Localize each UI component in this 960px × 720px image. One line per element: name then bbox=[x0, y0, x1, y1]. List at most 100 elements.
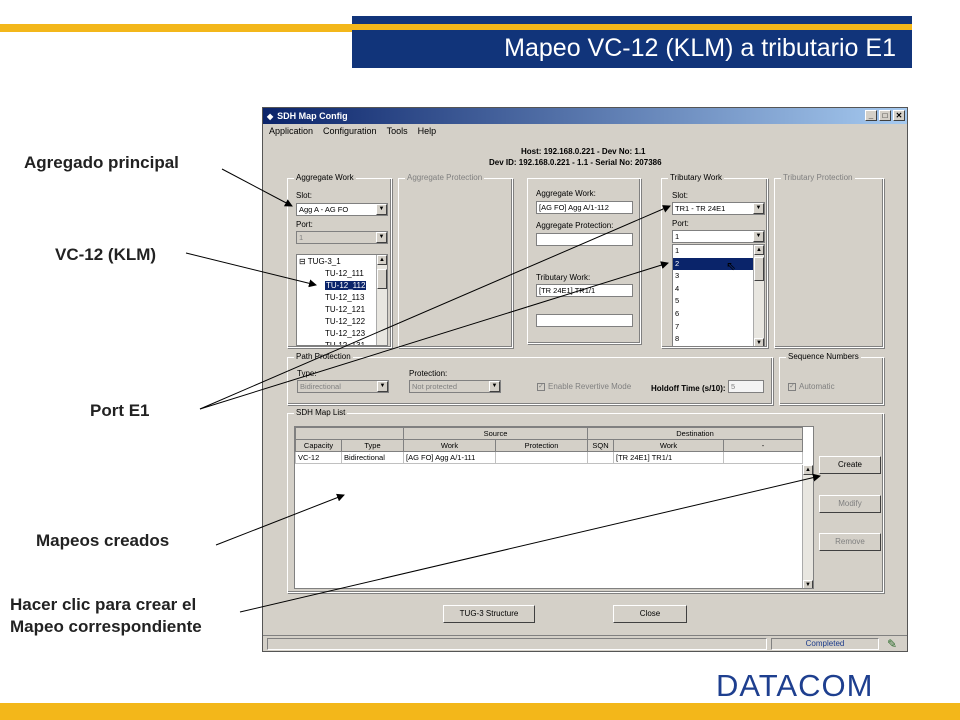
scroll-up-icon[interactable]: ▲ bbox=[754, 245, 764, 255]
port-option[interactable]: 4 bbox=[675, 283, 680, 293]
tributary-work-label: Tributary Work bbox=[668, 173, 725, 182]
minimize-button[interactable]: _ bbox=[865, 110, 877, 121]
remove-button[interactable]: Remove bbox=[819, 533, 881, 551]
col-source-work[interactable]: Work bbox=[403, 439, 496, 452]
agg-slot-select[interactable]: Agg A - AG FO ▼ bbox=[296, 203, 388, 216]
device-info: Dev ID: 192.168.0.221 - 1.1 - Serial No:… bbox=[489, 158, 662, 167]
trib-slot-select[interactable]: TR1 - TR 24E1 ▼ bbox=[672, 202, 765, 215]
footer-accent-line bbox=[0, 703, 960, 720]
trib-work-summary-label: Tributary Work: bbox=[536, 273, 591, 282]
create-button[interactable]: Create bbox=[819, 456, 881, 474]
collapse-icon[interactable]: ⊟ bbox=[299, 257, 306, 266]
agg-slot-value: Agg A - AG FO bbox=[299, 205, 349, 214]
col-type[interactable]: Type bbox=[341, 439, 404, 452]
tree-item[interactable]: TU-12_112 bbox=[325, 281, 367, 290]
tree-item[interactable]: TU-12_122 bbox=[325, 317, 366, 326]
port-option[interactable]: 3 bbox=[675, 271, 680, 281]
automatic-checkbox[interactable]: ✓Automatic bbox=[788, 382, 835, 391]
group-header-blank bbox=[295, 427, 404, 440]
status-text: Completed bbox=[771, 638, 879, 650]
chevron-down-icon[interactable]: ▼ bbox=[376, 232, 387, 243]
port-option[interactable]: 8 bbox=[675, 334, 680, 344]
chevron-down-icon[interactable]: ▼ bbox=[376, 204, 387, 215]
menu-help[interactable]: Help bbox=[417, 126, 437, 136]
tree-item[interactable]: TU-12_121 bbox=[325, 305, 366, 314]
window-titlebar: ◆ SDH Map Config _ □ ✕ bbox=[263, 108, 907, 124]
map-list-scrollbar[interactable]: ▲ ▼ bbox=[802, 465, 813, 588]
tree-item[interactable]: TU-12_111 bbox=[325, 269, 364, 278]
trib-slot-label: Slot: bbox=[672, 191, 689, 200]
tug3-structure-button[interactable]: TUG-3 Structure bbox=[443, 605, 535, 623]
status-cell-blank bbox=[267, 638, 767, 650]
mouse-cursor-icon: ⇖ bbox=[726, 259, 737, 273]
tree-root-label: TUG-3_1 bbox=[307, 257, 341, 266]
modify-button[interactable]: Modify bbox=[819, 495, 881, 513]
path-type-select[interactable]: Bidirectional ▼ bbox=[297, 380, 389, 393]
group-header-destination: Destination bbox=[587, 427, 803, 440]
port-option[interactable]: 7 bbox=[675, 321, 680, 331]
trib-port-select[interactable]: 1 ▼ bbox=[672, 230, 765, 243]
menu-tools[interactable]: Tools bbox=[386, 126, 408, 136]
col-capacity[interactable]: Capacity bbox=[295, 439, 342, 452]
chevron-down-icon[interactable]: ▼ bbox=[753, 203, 764, 214]
agg-slot-label: Slot: bbox=[296, 191, 313, 200]
col-dest-work[interactable]: Work bbox=[613, 439, 724, 452]
table-cell bbox=[495, 451, 588, 464]
revertive-mode-checkbox[interactable]: ✓Enable Revertive Mode bbox=[537, 382, 631, 391]
tributary-protection-label: Tributary Protection bbox=[781, 173, 855, 182]
port-option[interactable]: 6 bbox=[675, 308, 680, 318]
chevron-down-icon[interactable]: ▼ bbox=[489, 381, 500, 392]
port-option[interactable]: 5 bbox=[675, 296, 680, 306]
map-list-table: Source Destination Capacity Type Work Pr… bbox=[295, 427, 803, 464]
scroll-down-icon[interactable]: ▼ bbox=[803, 580, 813, 588]
checkbox-icon[interactable]: ✓ bbox=[788, 382, 796, 391]
slide-title: Mapeo VC-12 (KLM) a tributario E1 bbox=[504, 34, 896, 62]
agg-work-summary-label: Aggregate Work: bbox=[536, 189, 596, 198]
callout-port-e1: Port E1 bbox=[90, 401, 150, 420]
path-type-label: Type: bbox=[297, 369, 317, 378]
tributary-work-group: Tributary Work Slot: TR1 - TR 24E1 ▼ Por… bbox=[661, 173, 768, 348]
header-accent-line bbox=[0, 24, 352, 32]
callout-crear-line2: Mapeo correspondiente bbox=[10, 617, 202, 636]
protection-select[interactable]: Not protected ▼ bbox=[409, 380, 501, 393]
revertive-mode-label: Enable Revertive Mode bbox=[548, 382, 632, 391]
host-info: Host: 192.168.0.221 - Dev No: 1.1 bbox=[521, 147, 646, 156]
scroll-down-icon[interactable]: ▼ bbox=[754, 338, 764, 346]
tree-item[interactable]: TU-12_123 bbox=[325, 329, 366, 338]
checkbox-icon[interactable]: ✓ bbox=[537, 382, 545, 391]
protection-label: Protection: bbox=[409, 369, 448, 378]
chevron-down-icon[interactable]: ▼ bbox=[377, 381, 388, 392]
col-sqn[interactable]: SQN bbox=[587, 439, 614, 452]
close-window-button[interactable]: ✕ bbox=[893, 110, 905, 121]
tree-item[interactable]: TU-12_131 bbox=[325, 341, 366, 346]
port-option[interactable]: 1 bbox=[675, 246, 680, 255]
tree-scrollbar[interactable]: ▲ bbox=[376, 255, 387, 345]
aggregate-protection-group: Aggregate Protection bbox=[398, 173, 513, 348]
port-scrollbar[interactable]: ▲ ▼ bbox=[753, 245, 764, 346]
port-option[interactable]: 2 bbox=[673, 257, 753, 271]
col-dest-extra[interactable]: - bbox=[723, 439, 803, 452]
col-source-protection[interactable]: Protection bbox=[495, 439, 588, 452]
scroll-thumb[interactable] bbox=[377, 269, 387, 289]
trib-slot-value: TR1 - TR 24E1 bbox=[675, 204, 726, 213]
callout-agregado: Agregado principal bbox=[24, 153, 179, 172]
scroll-up-icon[interactable]: ▲ bbox=[377, 255, 387, 265]
menu-application[interactable]: Application bbox=[269, 126, 314, 136]
scroll-thumb[interactable] bbox=[754, 257, 764, 281]
holdoff-field[interactable]: 5 bbox=[728, 380, 764, 393]
agg-port-select[interactable]: 1 ▼ bbox=[296, 231, 388, 244]
table-cell bbox=[587, 451, 614, 464]
chevron-down-icon[interactable]: ▼ bbox=[753, 231, 764, 242]
scroll-up-icon[interactable]: ▲ bbox=[803, 465, 813, 475]
close-button[interactable]: Close bbox=[613, 605, 687, 623]
tree-root[interactable]: ⊟ TUG-3_1 bbox=[299, 257, 341, 266]
tree-item[interactable]: TU-12_113 bbox=[325, 293, 365, 302]
maximize-button[interactable]: □ bbox=[879, 110, 891, 121]
agg-port-value: 1 bbox=[299, 233, 304, 242]
menu-configuration[interactable]: Configuration bbox=[323, 126, 377, 136]
window-controls: _ □ ✕ bbox=[865, 110, 905, 121]
